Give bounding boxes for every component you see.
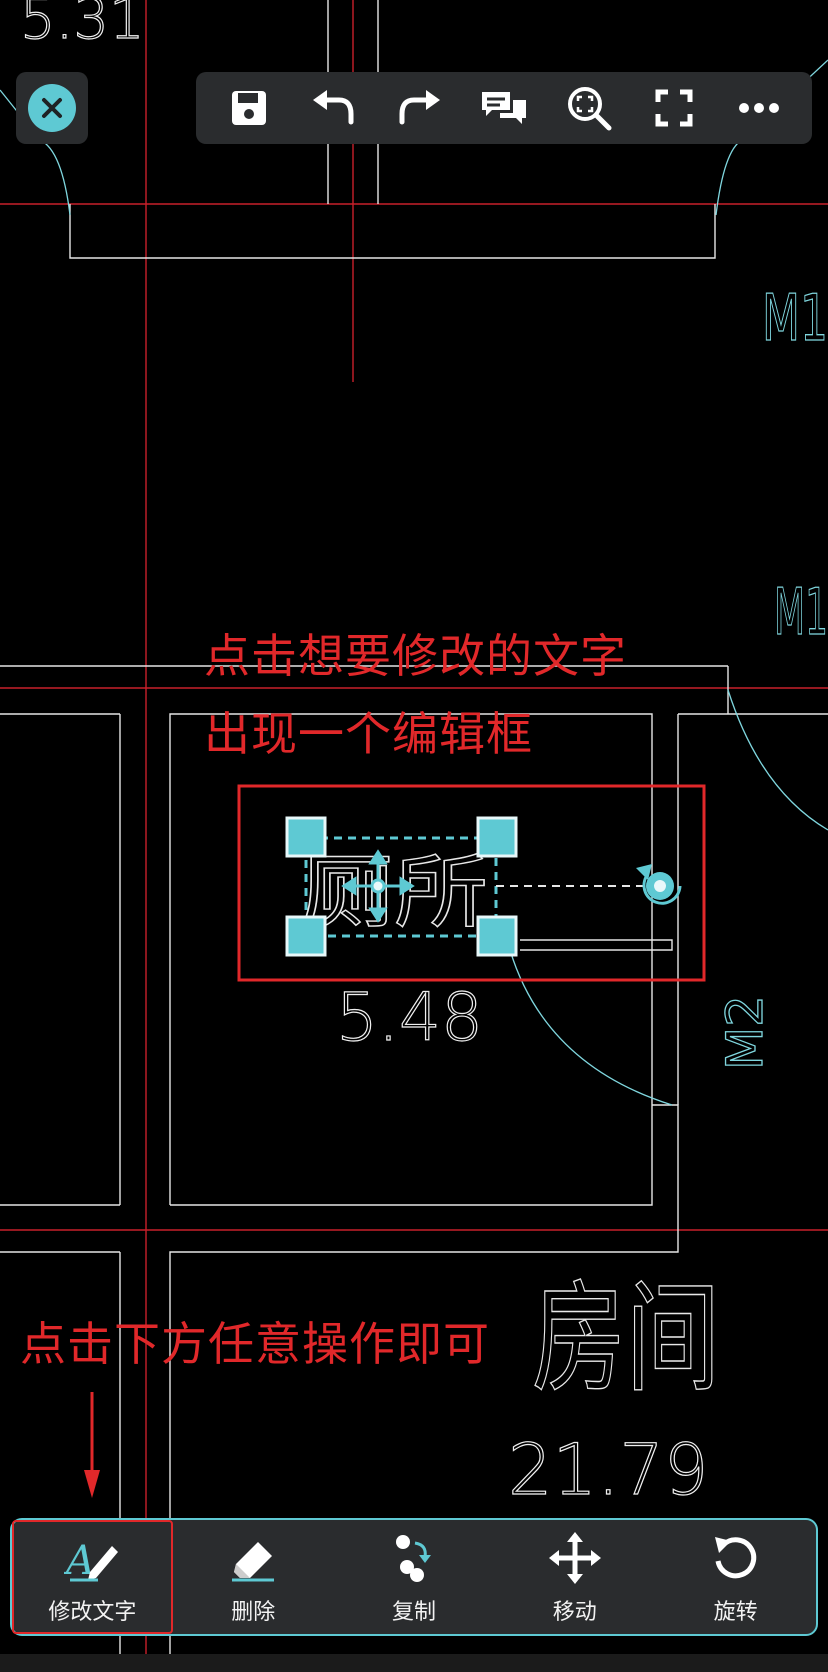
text-edit-frame[interactable] (285, 816, 682, 957)
more-icon (739, 103, 780, 113)
rotate-label: 旋转 (713, 1600, 758, 1625)
door-label-m1-upper[interactable]: M1 (761, 281, 828, 356)
top-toolbar (196, 72, 812, 144)
room-area-room[interactable]: 21.79 (507, 1428, 709, 1511)
close-icon (28, 84, 76, 132)
fullscreen-icon (655, 89, 693, 127)
door-label-m1-lower[interactable]: M1 (773, 575, 828, 650)
room-name-toilet[interactable]: 厕所 (299, 845, 488, 939)
annotation-choose-action: 点击下方任意操作即可 (20, 1317, 490, 1371)
redo-button[interactable] (391, 80, 447, 136)
resize-handle-top-right[interactable] (476, 816, 518, 858)
comment-button[interactable] (476, 80, 532, 136)
fullscreen-button[interactable] (646, 80, 702, 136)
edit-text-button[interactable]: A 修改文字 (12, 1520, 173, 1634)
bottom-edge (0, 1654, 828, 1672)
delete-label: 删除 (231, 1600, 276, 1625)
resize-handle-bottom-left[interactable] (285, 915, 327, 957)
annotation-arrow (84, 1392, 100, 1498)
annotation-click-text: 点击想要修改的文字 (204, 629, 627, 683)
resize-handle-top-left[interactable] (285, 816, 327, 858)
room-name-room[interactable]: 房间 (531, 1269, 720, 1409)
rotate-button[interactable]: 旋转 (655, 1520, 816, 1634)
zoom-extents-icon (568, 87, 612, 131)
move-icon (548, 1532, 601, 1584)
comment-icon (481, 92, 526, 124)
annotation-edit-box: 出现一个编辑框 (204, 707, 533, 761)
copy-label: 复制 (391, 1600, 436, 1625)
bottom-toolbar: A 修改文字 删除 复制 (10, 1518, 818, 1636)
edit-text-label: 修改文字 (48, 1600, 137, 1625)
move-button[interactable]: 移动 (494, 1520, 655, 1634)
rotate-icon (714, 1537, 756, 1579)
move-label: 移动 (552, 1600, 597, 1625)
room-area-toilet[interactable]: 5.48 (335, 978, 483, 1056)
copy-icon (395, 1535, 431, 1582)
close-button[interactable] (16, 72, 88, 144)
redo-icon (399, 90, 440, 125)
resize-handle-bottom-right[interactable] (476, 915, 518, 957)
door-label-m2[interactable]: M2 (715, 994, 774, 1070)
undo-button[interactable] (306, 80, 362, 136)
save-button[interactable] (221, 80, 277, 136)
eraser-icon (232, 1542, 275, 1582)
more-button[interactable] (731, 80, 787, 136)
annotation-highlight-frame (237, 784, 706, 982)
edit-text-icon: A (64, 1538, 119, 1582)
copy-button[interactable]: 复制 (334, 1520, 495, 1634)
delete-button[interactable]: 删除 (173, 1520, 334, 1634)
undo-icon (312, 90, 354, 125)
top-area-text[interactable]: 5.31 (19, 0, 145, 53)
save-icon (231, 91, 266, 125)
zoom-extents-button[interactable] (561, 80, 617, 136)
rotate-handle-icon[interactable] (636, 864, 682, 905)
move-handle-icon[interactable] (341, 849, 415, 923)
